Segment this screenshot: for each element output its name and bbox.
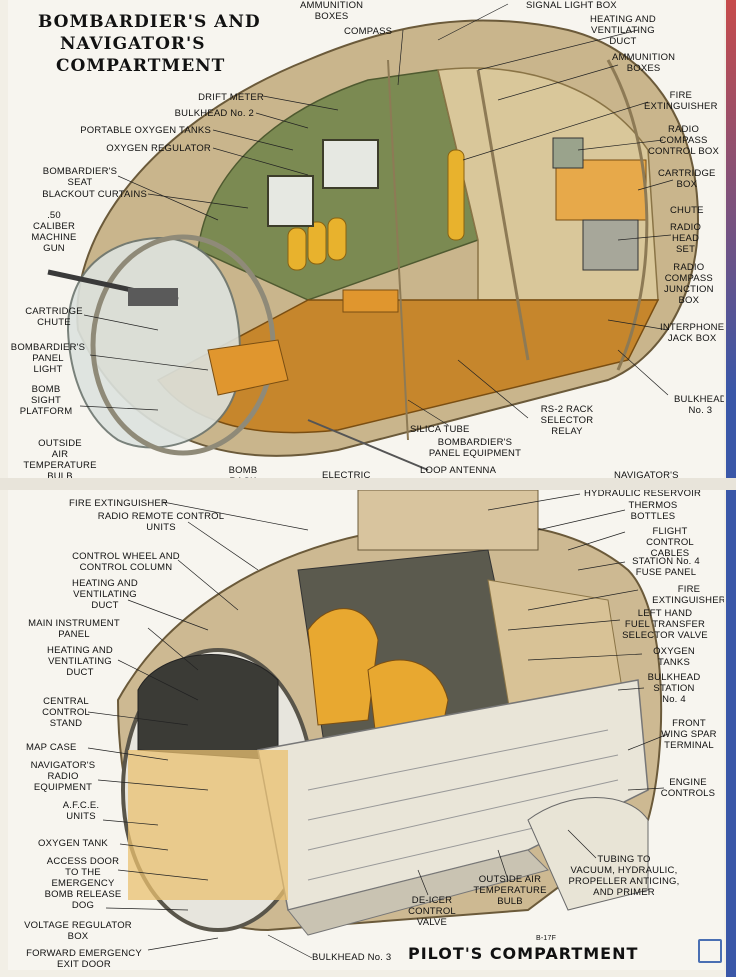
label-control-wheel: CONTROL WHEEL AND CONTROL COLUMN [72, 551, 180, 573]
label-ammunition-boxes-right: AMMUNITION BOXES [612, 52, 676, 74]
label-oxygen-regulator: OXYGEN REGULATOR [106, 143, 211, 154]
label-caliber-machine-gun: .50 CALIBER MACHINE GUN [31, 210, 77, 254]
label-bomb-rack: BOMB RACK [228, 465, 258, 478]
label-engine-controls: ENGINE CONTROLS [660, 777, 716, 799]
label-loop-antenna: LOOP ANTENNA [420, 465, 497, 476]
pilot-cutaway-illustration [87, 490, 669, 959]
label-electric: ELECTRIC [322, 470, 371, 478]
label-bombardiers-panel-equipment: BOMBARDIER'S PANEL EQUIPMENT [428, 437, 522, 459]
label-oxygen-tank: OXYGEN TANK [38, 838, 108, 849]
bottom-title: PILOT'S COMPARTMENT [408, 944, 639, 963]
label-interphone-jack-box: INTERPHONE JACK BOX [660, 322, 724, 344]
label-bulkhead-station4: BULKHEAD STATION No. 4 [647, 672, 701, 705]
label-outside-air-temp-bulb-bottom: OUTSIDE AIR TEMPERATURE BULB [473, 874, 547, 907]
label-tubing: TUBING TO VACUUM, HYDRAULIC, PROPELLER A… [568, 854, 680, 898]
label-compass: COMPASS [344, 26, 393, 37]
label-bulkhead-3-bottom: BULKHEAD No. 3 [312, 952, 392, 963]
label-ammunition-boxes-top: AMMUNITION BOXES [300, 0, 364, 22]
label-hydraulic-reservoir: HYDRAULIC RESERVOIR [584, 490, 702, 499]
label-outside-air-temp-bulb-top: OUTSIDE AIR TEMPERATURE BULB [23, 438, 97, 478]
label-signal-light-box: SIGNAL LIGHT BOX [526, 0, 617, 11]
label-fire-extinguisher-right: FIRE EXTINGUISHER [652, 584, 724, 606]
label-afce-units: A.F.C.E. UNITS [62, 800, 100, 822]
label-silica-tube: SILICA TUBE [410, 424, 470, 435]
label-radio-head-set: RADIO HEAD SET [670, 222, 702, 255]
label-radio-remote-control-units: RADIO REMOTE CONTROL UNITS [97, 511, 225, 533]
label-heating-duct-1: HEATING AND VENTILATING DUCT [72, 578, 138, 611]
label-heating-duct-top: HEATING AND VENTILATING DUCT [590, 14, 656, 47]
label-central-control-stand: CENTRAL CONTROL STAND [42, 696, 90, 729]
label-main-instrument-panel: MAIN INSTRUMENT PANEL [28, 618, 120, 640]
aircraft-code: B-17F [536, 935, 557, 942]
top-title-line1: BOMBARDIER'S AND [38, 12, 261, 32]
label-radio-compass-junction-box: RADIO COMPASS JUNCTION BOX [664, 262, 714, 306]
label-rs2-rack: RS-2 RACK SELECTOR RELAY [540, 404, 594, 437]
label-navigators-radio-equipment: NAVIGATOR'S RADIO EQUIPMENT [30, 760, 96, 793]
label-fire-extinguisher-left: FIRE EXTINGUISHER [69, 498, 168, 509]
label-portable-oxygen-tanks: PORTABLE OXYGEN TANKS [80, 125, 211, 136]
label-access-door: ACCESS DOOR TO THE EMERGENCY BOMB RELEAS… [44, 856, 122, 911]
label-flight-control-cables: FLIGHT CONTROL CABLES [646, 526, 694, 559]
label-bombardiers-panel-light: BOMBARDIER'S PANEL LIGHT [10, 342, 86, 375]
pilot-compartment-panel: FIRE EXTINGUISHER RADIO REMOTE CONTROL U… [8, 490, 724, 970]
label-radio-compass-control-box: RADIO COMPASS CONTROL BOX [648, 124, 719, 157]
label-cartridge-chute: CARTRIDGE CHUTE [25, 306, 83, 328]
label-chute: CHUTE [670, 205, 704, 216]
label-navigators-cut: NAVIGATOR'S [614, 470, 679, 478]
panel-divider [0, 478, 736, 490]
top-title-line3: COMPARTMENT [56, 56, 226, 76]
label-oxygen-tanks: OXYGEN TANKS [653, 646, 695, 668]
label-bomb-sight-platform: BOMB SIGHT PLATFORM [19, 384, 73, 417]
label-blackout-curtains: BLACKOUT CURTAINS [42, 189, 147, 200]
label-thermos-bottles: THERMOS BOTTLES [628, 500, 678, 522]
label-bulkhead-3-top: BULKHEAD No. 3 [674, 394, 724, 416]
label-drift-meter: DRIFT METER [198, 92, 264, 103]
label-station4-fuse-panel: STATION No. 4 FUSE PANEL [632, 556, 700, 578]
bombardier-navigator-panel: BOMBARDIER'S AND NAVIGATOR'S COMPARTMENT… [8, 0, 724, 478]
label-map-case: MAP CASE [26, 742, 77, 753]
label-bulkhead-2: BULKHEAD No. 2 [174, 108, 254, 119]
label-forward-emergency-exit: FORWARD EMERGENCY EXIT DOOR [26, 948, 142, 970]
top-title-line2: NAVIGATOR'S [60, 34, 206, 54]
label-de-icer-control-valve: DE-ICER CONTROL VALVE [408, 895, 456, 928]
label-bombardiers-seat: BOMBARDIER'S SEAT [42, 166, 118, 188]
nose-cutaway-illustration [47, 3, 700, 471]
page-corner-mark [698, 939, 722, 963]
label-cartridge-box: CARTRIDGE BOX [658, 168, 716, 190]
label-voltage-regulator-box: VOLTAGE REGULATOR BOX [24, 920, 132, 942]
label-fire-extinguisher-top: FIRE EXTINGUISHER [644, 90, 718, 112]
label-front-wing-spar: FRONT WING SPAR TERMINAL [661, 718, 717, 751]
label-heating-duct-2: HEATING AND VENTILATING DUCT [47, 645, 113, 678]
label-left-hand-fuel: LEFT HAND FUEL TRANSFER SELECTOR VALVE [622, 608, 708, 641]
